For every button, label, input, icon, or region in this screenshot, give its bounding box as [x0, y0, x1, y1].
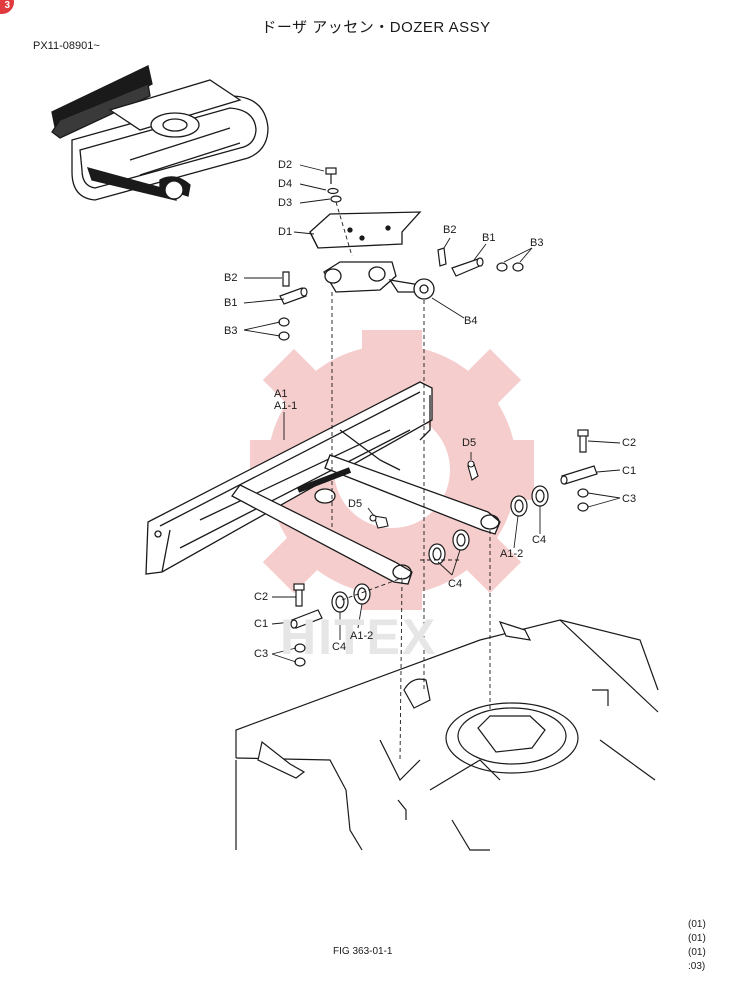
callout-c3-right: C3: [622, 493, 637, 505]
dozer-blade-a1-part: [145, 381, 501, 585]
callout-a1-2-right: A1-2: [500, 548, 524, 560]
bolt-d2-part: [325, 167, 342, 203]
revision-mark: (01): [688, 919, 706, 930]
revision-mark: (01): [688, 947, 706, 958]
corner-badge-number: 3: [4, 0, 10, 11]
callout-a1: A1: [274, 388, 288, 400]
diagram-title: ドーザ アッセン・DOZER ASSY: [261, 19, 491, 36]
machine-overview-thumbnail: [51, 65, 269, 201]
callout-c2-left: C2: [254, 591, 269, 603]
callout-c4-right-upper: C4: [532, 534, 547, 546]
watermark-text: HITEX: [280, 609, 438, 665]
callout-b3-left: B3: [224, 325, 238, 337]
serial-range: PX11-08901~: [33, 40, 100, 52]
callout-c3-left: C3: [254, 648, 269, 660]
swing-bracket-assembly: [323, 261, 435, 300]
callout-leader-lines: [243, 164, 621, 663]
callout-b2-left: B2: [224, 272, 238, 284]
callout-d4: D4: [278, 178, 293, 190]
callout-c1-right: C1: [622, 465, 637, 477]
callout-d3: D3: [278, 197, 293, 209]
callout-c4-mid: C4: [448, 578, 463, 590]
track-frame-part: [235, 619, 659, 851]
callout-d5-left: D5: [348, 498, 363, 510]
callout-b1-left: B1: [224, 297, 238, 309]
figure-number: FIG 363-01-1: [333, 946, 393, 957]
callout-a1-2-left: A1-2: [350, 630, 374, 642]
revision-mark: :03): [688, 961, 706, 972]
callout-c4-left: C4: [332, 641, 347, 653]
callout-b4: B4: [464, 315, 478, 327]
grease-fitting-d5-part: [369, 460, 479, 529]
callout-d2: D2: [278, 159, 293, 171]
alignment-lines: [331, 201, 491, 761]
callout-c1-left: C1: [254, 618, 269, 630]
callout-d1: D1: [278, 226, 293, 238]
pin-b1-left-part: [278, 271, 308, 341]
callout-b1-top: B1: [482, 232, 496, 244]
callout-c2-right: C2: [622, 437, 637, 449]
pin-b1-right-part: [437, 247, 524, 277]
revision-mark: (01): [688, 933, 706, 944]
callout-b3-top: B3: [530, 237, 544, 249]
callout-d5-right: D5: [462, 437, 477, 449]
bracket-d1-part: [309, 211, 422, 249]
callout-b2-top: B2: [443, 224, 457, 236]
callout-a1-1: A1-1: [274, 400, 298, 412]
